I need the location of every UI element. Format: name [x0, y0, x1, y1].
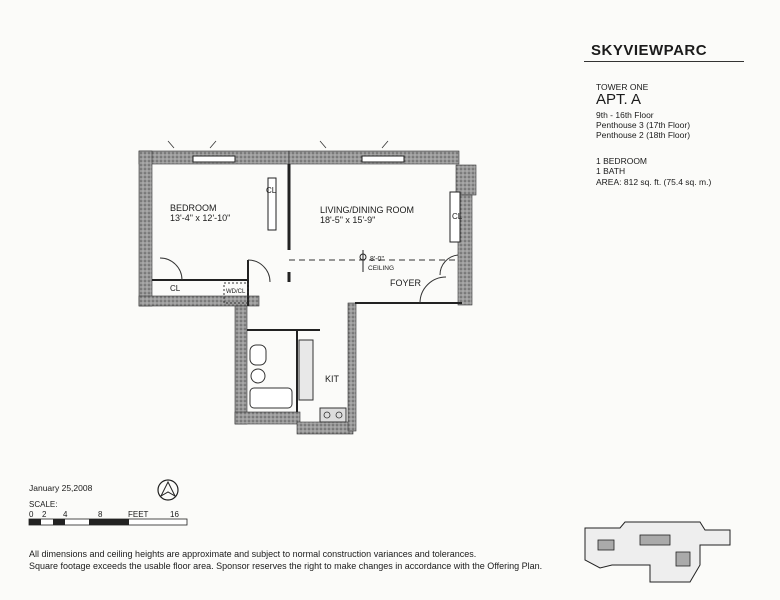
plan-date: January 25,2008 [29, 483, 93, 493]
scale-ticks: 0 2 4 8 FEET 16 [29, 510, 199, 520]
living-size: 18'-5" x 15'-9" [320, 215, 376, 225]
wall-kit-right [347, 302, 357, 432]
wall-bottom-bath [234, 411, 301, 425]
building-name: SKYVIEWPARC [591, 42, 708, 59]
window-bedroom [192, 155, 236, 163]
scale-tick: 0 [29, 510, 34, 519]
scale-tick: 8 [98, 510, 103, 519]
wall-right [457, 194, 473, 306]
closet-bedroom-label: CL [266, 186, 277, 195]
scale-tick: 4 [63, 510, 68, 519]
scale-unit: FEET [128, 510, 149, 519]
foyer-label: FOYER [390, 278, 422, 288]
key-plan [584, 521, 731, 583]
washer-dryer-label: WD/CL [226, 289, 246, 295]
scale-tick: 2 [42, 510, 47, 519]
bath-count: 1 BATH [596, 166, 626, 176]
disclaimer-line-2: Square footage exceeds the usable floor … [29, 561, 543, 571]
ceiling-label: CEILING [368, 265, 395, 272]
bedroom-size: 13'-4" x 12'-10" [170, 213, 231, 223]
floor-range: 9th - 16th Floor [596, 110, 654, 120]
wall-left [138, 150, 153, 307]
window-living [361, 155, 405, 163]
bedroom-name: BEDROOM [170, 203, 217, 213]
scale-bar [28, 518, 188, 526]
closet-lower-label: CL [170, 284, 181, 293]
tower-label: TOWER ONE [596, 82, 649, 92]
apartment-label: APT. A [596, 91, 642, 108]
wall-bath-left [234, 305, 248, 425]
wall-right-upper [455, 164, 477, 196]
penthouse-3: Penthouse 3 (17th Floor) [596, 120, 691, 130]
ceiling-height: 8'-0" [370, 256, 384, 263]
north-arrow-icon [157, 479, 179, 501]
wall-bottom-left [138, 295, 260, 307]
area-label: AREA: 812 sq. ft. (75.4 sq. m.) [596, 177, 712, 187]
living-name: LIVING/DINING ROOM [320, 205, 415, 215]
disclaimer-line-1: All dimensions and ceiling heights are a… [29, 549, 477, 559]
title-divider [584, 61, 744, 62]
wall-bottom-kit [296, 421, 354, 435]
scale-tick: 16 [170, 510, 179, 519]
closet-right-label: CL [452, 212, 463, 221]
bedroom-count: 1 BEDROOM [596, 156, 648, 166]
kitchen-label: KIT [325, 374, 340, 384]
penthouse-2: Penthouse 2 (18th Floor) [596, 130, 691, 140]
scale-label: SCALE: [29, 500, 58, 509]
